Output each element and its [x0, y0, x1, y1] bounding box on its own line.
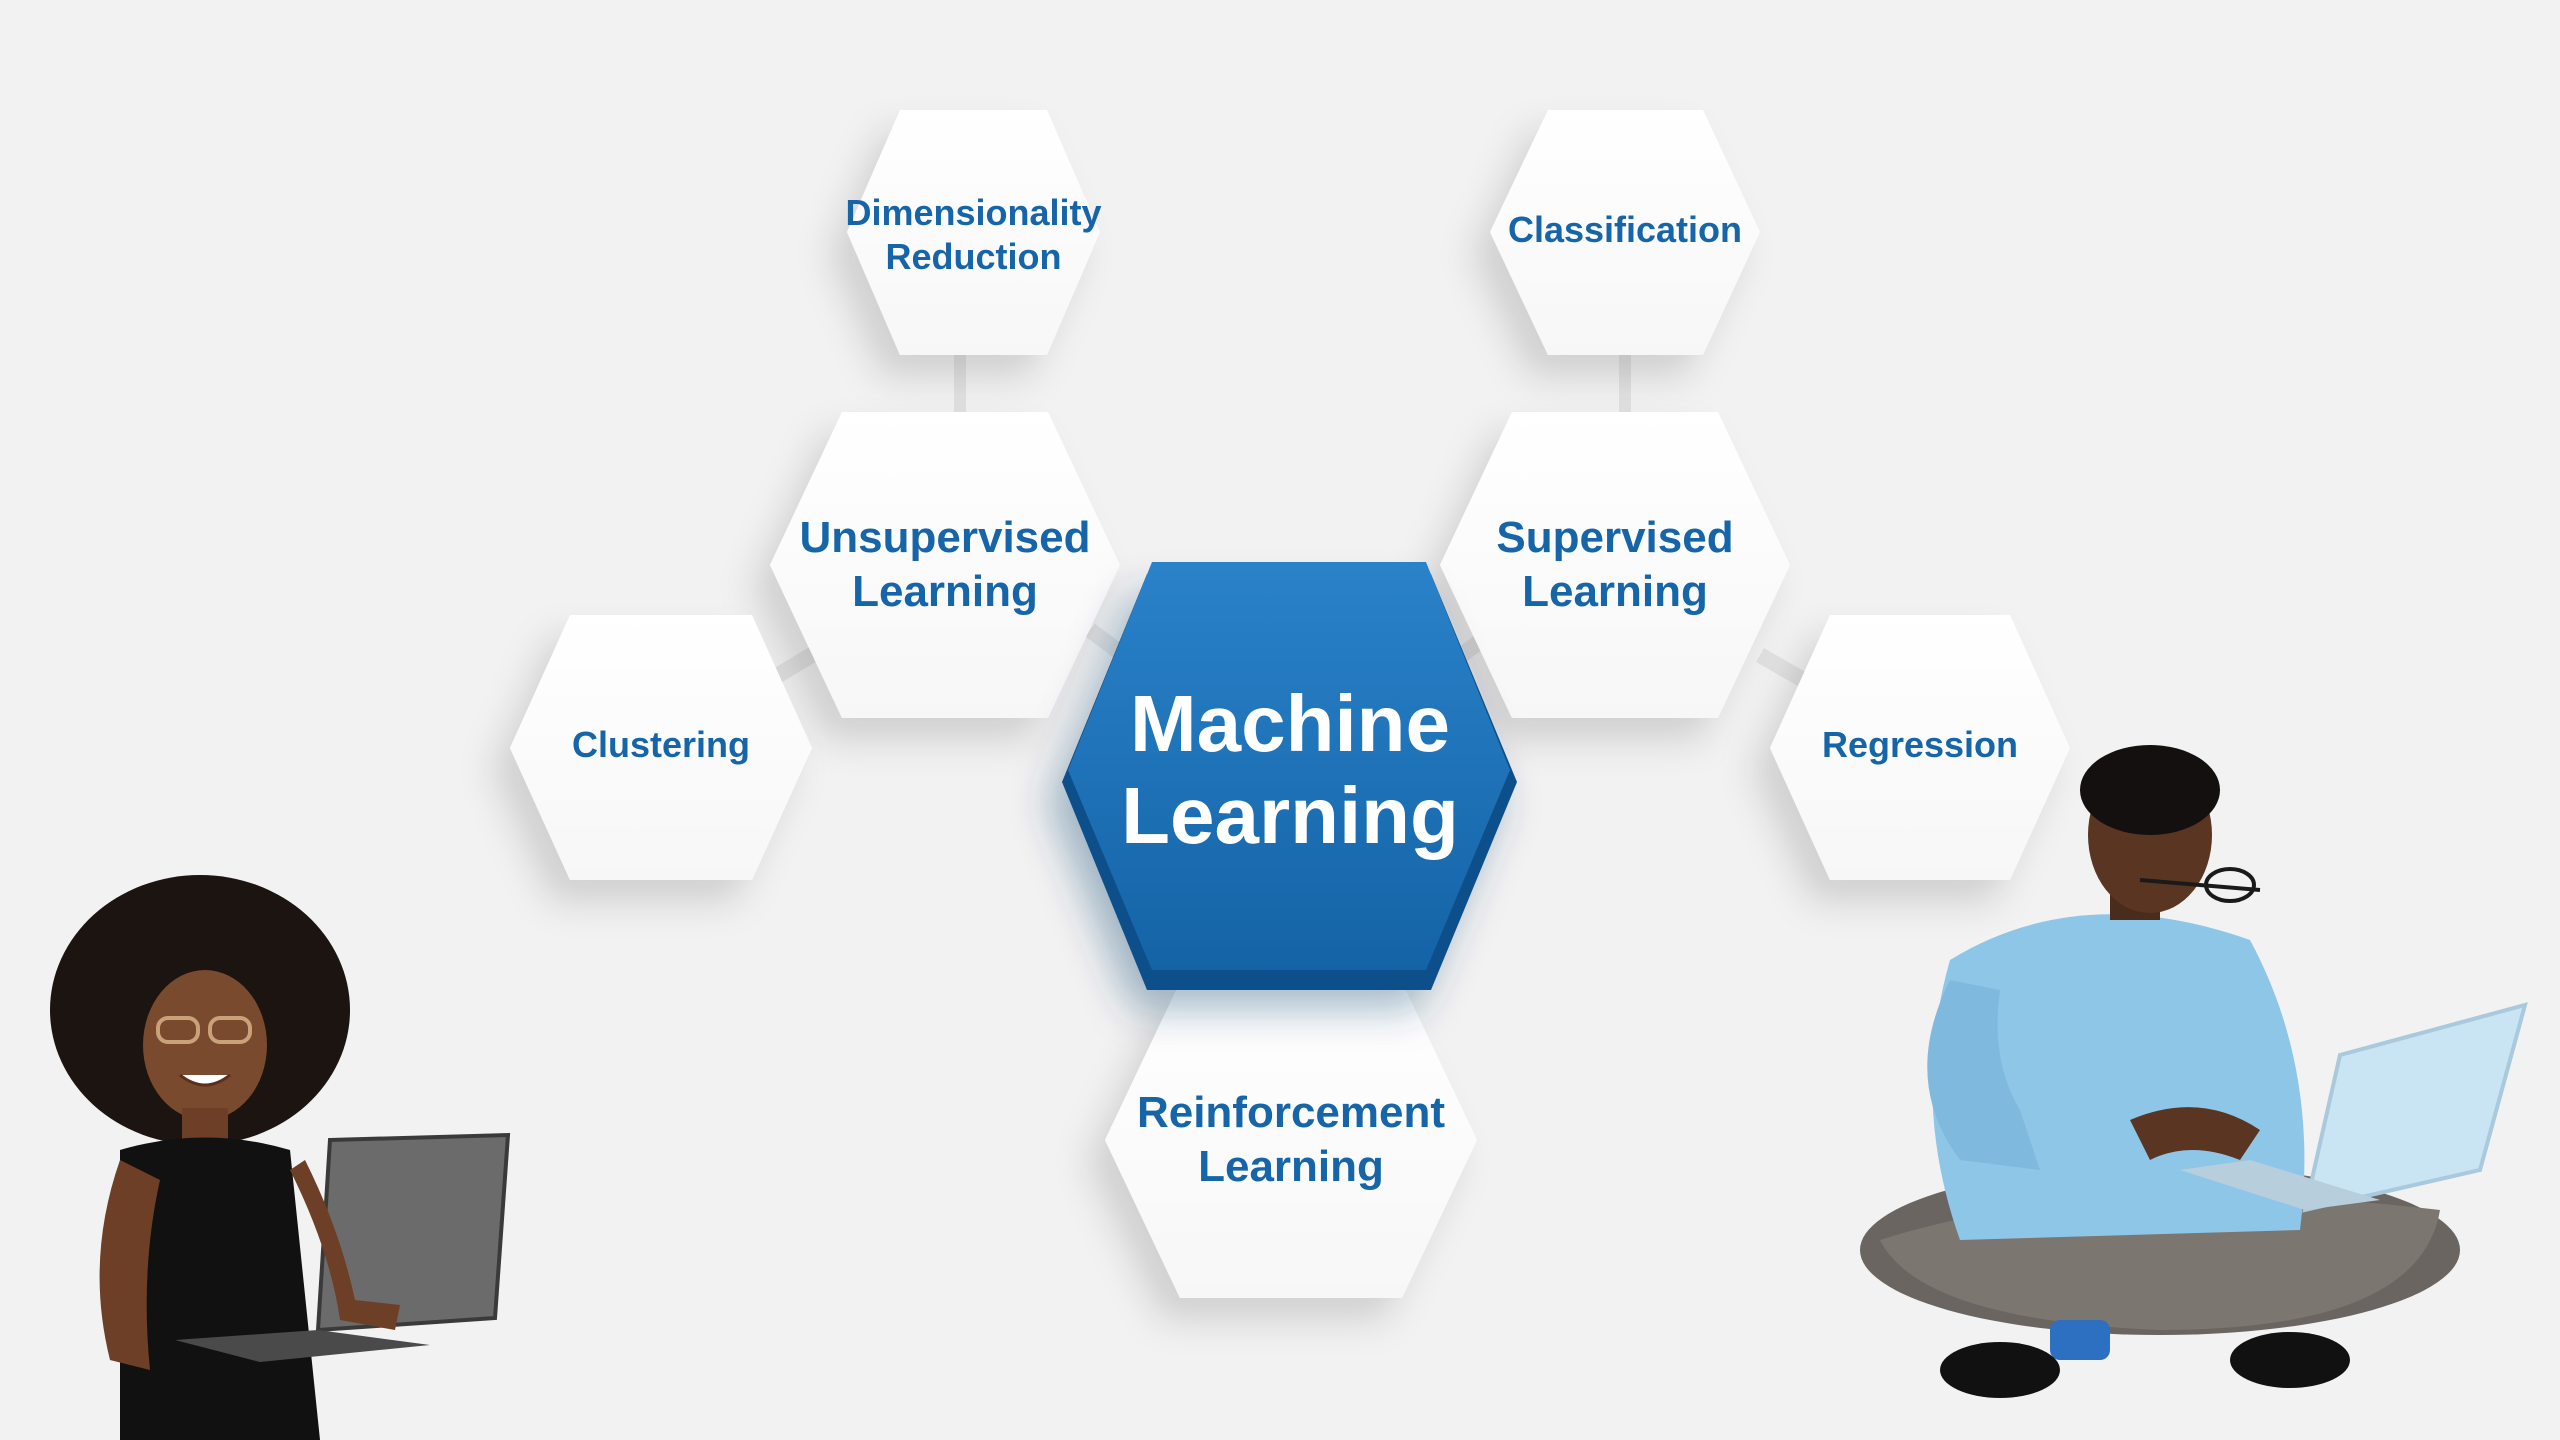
glasses-icon-right — [208, 1016, 252, 1044]
shoe-right-icon — [2230, 1332, 2350, 1388]
hex-dimensionality-reduction — [847, 110, 1100, 355]
center-label-machine-learning: Machine Learning — [1121, 679, 1459, 860]
shirt-arm — [1927, 980, 2040, 1170]
glasses-frame-icon — [2139, 878, 2261, 892]
laptop-man-base-icon — [2180, 1160, 2380, 1210]
label-supervised-learning: Supervised Learning — [1496, 513, 1734, 616]
sock-left — [2050, 1320, 2110, 1360]
center-hexagon-group — [1062, 562, 1517, 990]
glasses-icon — [156, 1016, 200, 1044]
node-hexagons — [510, 110, 2070, 1298]
shoe-left-icon — [1940, 1342, 2060, 1398]
laptop-base-icon — [175, 1330, 430, 1362]
hex-reinforcement-learning — [1105, 982, 1477, 1298]
hex-unsupervised-learning — [770, 412, 1120, 718]
laptop-man-screen-icon — [2302, 1002, 2528, 1213]
label-clustering: Clustering — [571, 724, 750, 766]
hex-classification — [1490, 110, 1760, 355]
label-reinforcement-learning: Reinforcement Learning — [1136, 1088, 1446, 1191]
hex-regression — [1770, 615, 2070, 880]
label-classification: Classification — [1507, 209, 1743, 251]
laptop-screen-icon — [315, 1132, 511, 1333]
smile — [179, 1073, 231, 1087]
black-dress — [120, 1137, 320, 1440]
label-regression: Regression — [1821, 724, 2019, 766]
face — [143, 970, 267, 1120]
hex-machine-learning — [1068, 562, 1510, 970]
label-dimensionality-reduction: Dimensionality Reduction — [845, 192, 1102, 277]
left-arm — [99, 1160, 160, 1370]
hand-on-laptop — [2130, 1107, 2260, 1160]
hex-supervised-learning — [1440, 412, 1790, 718]
right-arm — [290, 1160, 400, 1330]
glasses-lens-icon — [2204, 867, 2256, 903]
hex-clustering — [510, 615, 812, 880]
label-unsupervised-learning: Unsupervised Learning — [799, 513, 1091, 616]
man-sitting-with-laptop-illustration — [1860, 745, 2528, 1398]
woman-with-laptop-illustration — [50, 875, 511, 1440]
hair-man — [2080, 745, 2220, 835]
